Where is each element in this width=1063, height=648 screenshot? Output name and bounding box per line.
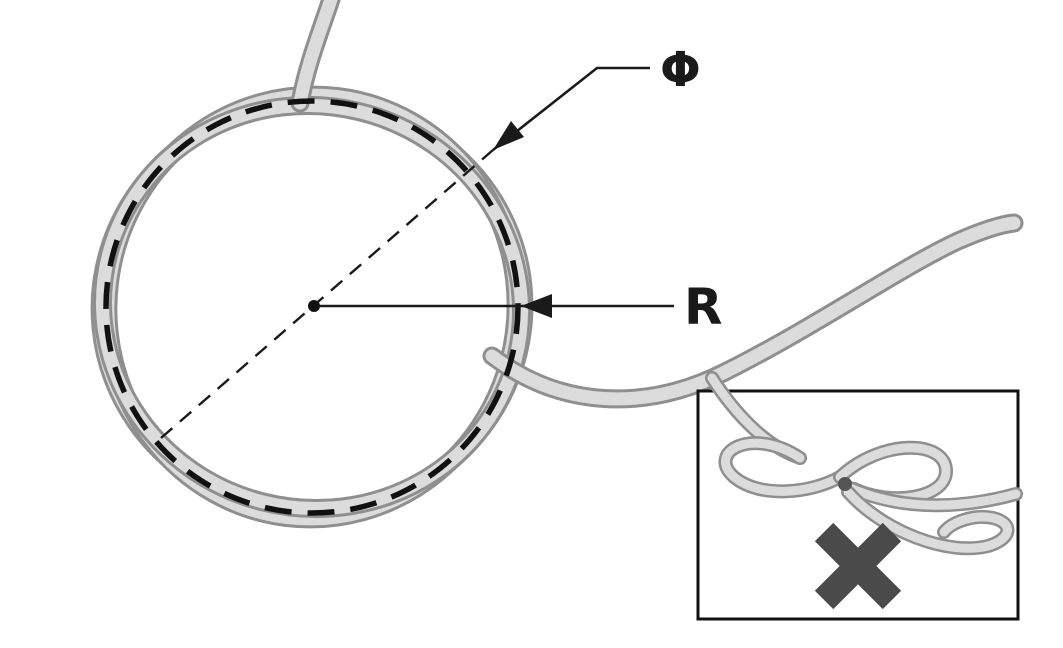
cable-tail-right	[482, 213, 1024, 409]
diameter-leader-line	[492, 66, 650, 152]
diameter-label: Φ	[660, 42, 701, 98]
incorrect-example-inset	[696, 371, 1023, 621]
diameter-annotation: Φ	[160, 42, 701, 439]
radius-annotation: R	[308, 278, 723, 336]
knotted-cable-illustration	[705, 371, 1023, 556]
center-dot	[308, 300, 320, 312]
radius-label: R	[684, 278, 723, 336]
coil-wrap	[93, 95, 531, 519]
cable-tail-top	[290, 0, 341, 113]
x-icon	[814, 522, 902, 610]
diameter-dashed-line	[160, 149, 494, 439]
diameter-arrow	[493, 121, 524, 150]
knot-center-dot	[838, 477, 852, 491]
radius-arrow	[521, 294, 552, 318]
